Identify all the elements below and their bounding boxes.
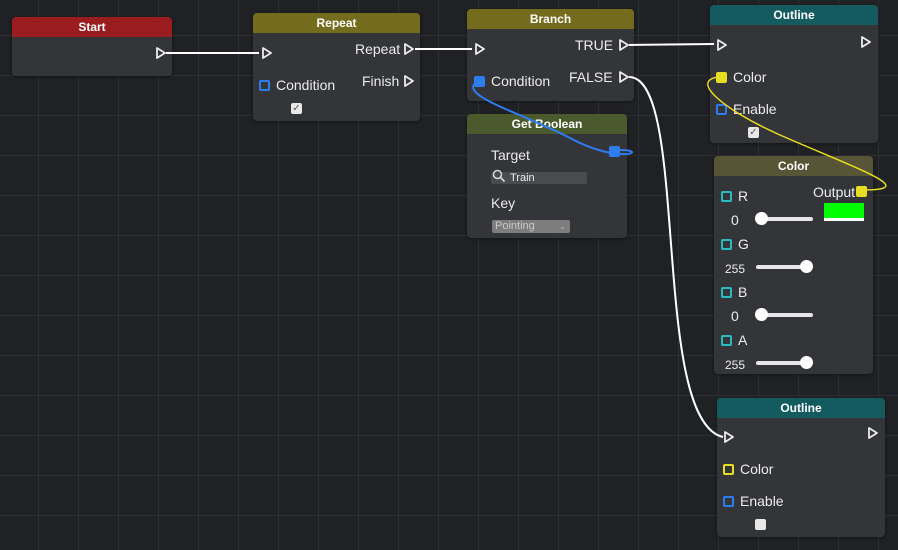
key-select[interactable]: Pointing ⌄: [492, 220, 570, 233]
checkmark-icon: ✓: [292, 103, 301, 114]
condition-pin-icon[interactable]: [474, 76, 485, 87]
condition-checkbox[interactable]: ✓: [291, 103, 302, 114]
condition-label: Condition: [491, 73, 551, 89]
color-swatch: [824, 203, 864, 221]
key-label: Key: [491, 195, 516, 211]
exec-wire-branch-false-outline: [628, 76, 724, 438]
color-pin-icon[interactable]: [723, 464, 734, 475]
g-value: 255: [725, 262, 746, 276]
get-boolean-node[interactable]: Get Boolean Target Train Key Pointing ⌄: [467, 114, 627, 238]
color-label: Color: [733, 69, 767, 85]
exec-out-icon[interactable]: [155, 47, 167, 59]
node-title: Outline: [717, 398, 885, 418]
output-pin-icon[interactable]: [856, 186, 867, 197]
enable-checkbox[interactable]: ✓: [748, 127, 759, 138]
g-label: G: [738, 236, 749, 252]
enable-label: Enable: [733, 101, 777, 117]
color-pin-icon[interactable]: [716, 72, 727, 83]
target-field[interactable]: [491, 172, 587, 184]
g-slider-knob[interactable]: [800, 260, 813, 273]
b-slider-track[interactable]: [756, 313, 813, 317]
outline-node-top[interactable]: Outline Color Enable ✓: [710, 5, 878, 143]
search-icon: [492, 169, 506, 188]
exec-repeat-out-icon[interactable]: [403, 43, 415, 55]
exec-out-icon[interactable]: [867, 427, 879, 439]
chevron-down-icon: ⌄: [559, 222, 566, 231]
start-node[interactable]: Start: [12, 17, 172, 76]
condition-pin-icon[interactable]: [259, 80, 270, 91]
repeat-node[interactable]: Repeat Repeat Finish Condition ✓: [253, 13, 420, 121]
target-label: Target: [491, 147, 530, 163]
a-value: 255: [725, 358, 746, 372]
repeat-output-label: Repeat: [355, 41, 401, 57]
node-title: Get Boolean: [467, 114, 627, 134]
enable-pin-icon[interactable]: [723, 496, 734, 507]
key-value: Pointing: [495, 220, 535, 232]
r-slider-knob[interactable]: [755, 212, 768, 225]
r-slider-track[interactable]: [756, 217, 813, 221]
color-node[interactable]: Color Output R 0 G 255 B 0 A 255: [714, 156, 873, 374]
branch-node[interactable]: Branch TRUE FALSE Condition: [467, 9, 634, 101]
enable-label: Enable: [740, 493, 784, 509]
exec-in-icon[interactable]: [716, 39, 728, 51]
enable-checkbox[interactable]: [755, 519, 766, 530]
node-title: Outline: [710, 5, 878, 25]
r-pin-icon[interactable]: [721, 191, 732, 202]
b-pin-icon[interactable]: [721, 287, 732, 298]
a-pin-icon[interactable]: [721, 335, 732, 346]
b-label: B: [738, 284, 748, 300]
false-output-label: FALSE: [569, 69, 613, 85]
enable-pin-icon[interactable]: [716, 104, 727, 115]
exec-in-icon[interactable]: [474, 43, 486, 55]
node-title: Branch: [467, 9, 634, 29]
r-label: R: [738, 188, 749, 204]
exec-out-icon[interactable]: [860, 36, 872, 48]
a-slider-knob[interactable]: [800, 356, 813, 369]
node-title: Start: [12, 17, 172, 37]
exec-in-icon[interactable]: [261, 47, 273, 59]
node-title: Color: [714, 156, 873, 176]
exec-finish-out-icon[interactable]: [403, 75, 415, 87]
outline-node-bottom[interactable]: Outline Color Enable: [717, 398, 885, 537]
b-value: 0: [731, 308, 739, 324]
a-label: A: [738, 332, 748, 348]
target-value: Train: [510, 172, 535, 184]
node-title: Repeat: [253, 13, 420, 33]
finish-output-label: Finish: [362, 73, 400, 89]
b-slider-knob[interactable]: [755, 308, 768, 321]
condition-label: Condition: [276, 77, 336, 93]
boolean-output-pin-icon[interactable]: [609, 146, 620, 157]
g-pin-icon[interactable]: [721, 239, 732, 250]
checkmark-icon: ✓: [749, 127, 758, 138]
exec-true-out-icon[interactable]: [618, 39, 630, 51]
g-slider-track[interactable]: [756, 265, 813, 269]
color-label: Color: [740, 461, 774, 477]
exec-in-icon[interactable]: [723, 431, 735, 443]
exec-wire-branch-true-outline: [628, 43, 715, 46]
exec-false-out-icon[interactable]: [618, 71, 630, 83]
true-output-label: TRUE: [575, 37, 614, 53]
a-slider-track[interactable]: [756, 361, 813, 365]
output-label: Output: [813, 184, 856, 200]
r-value: 0: [731, 212, 739, 228]
